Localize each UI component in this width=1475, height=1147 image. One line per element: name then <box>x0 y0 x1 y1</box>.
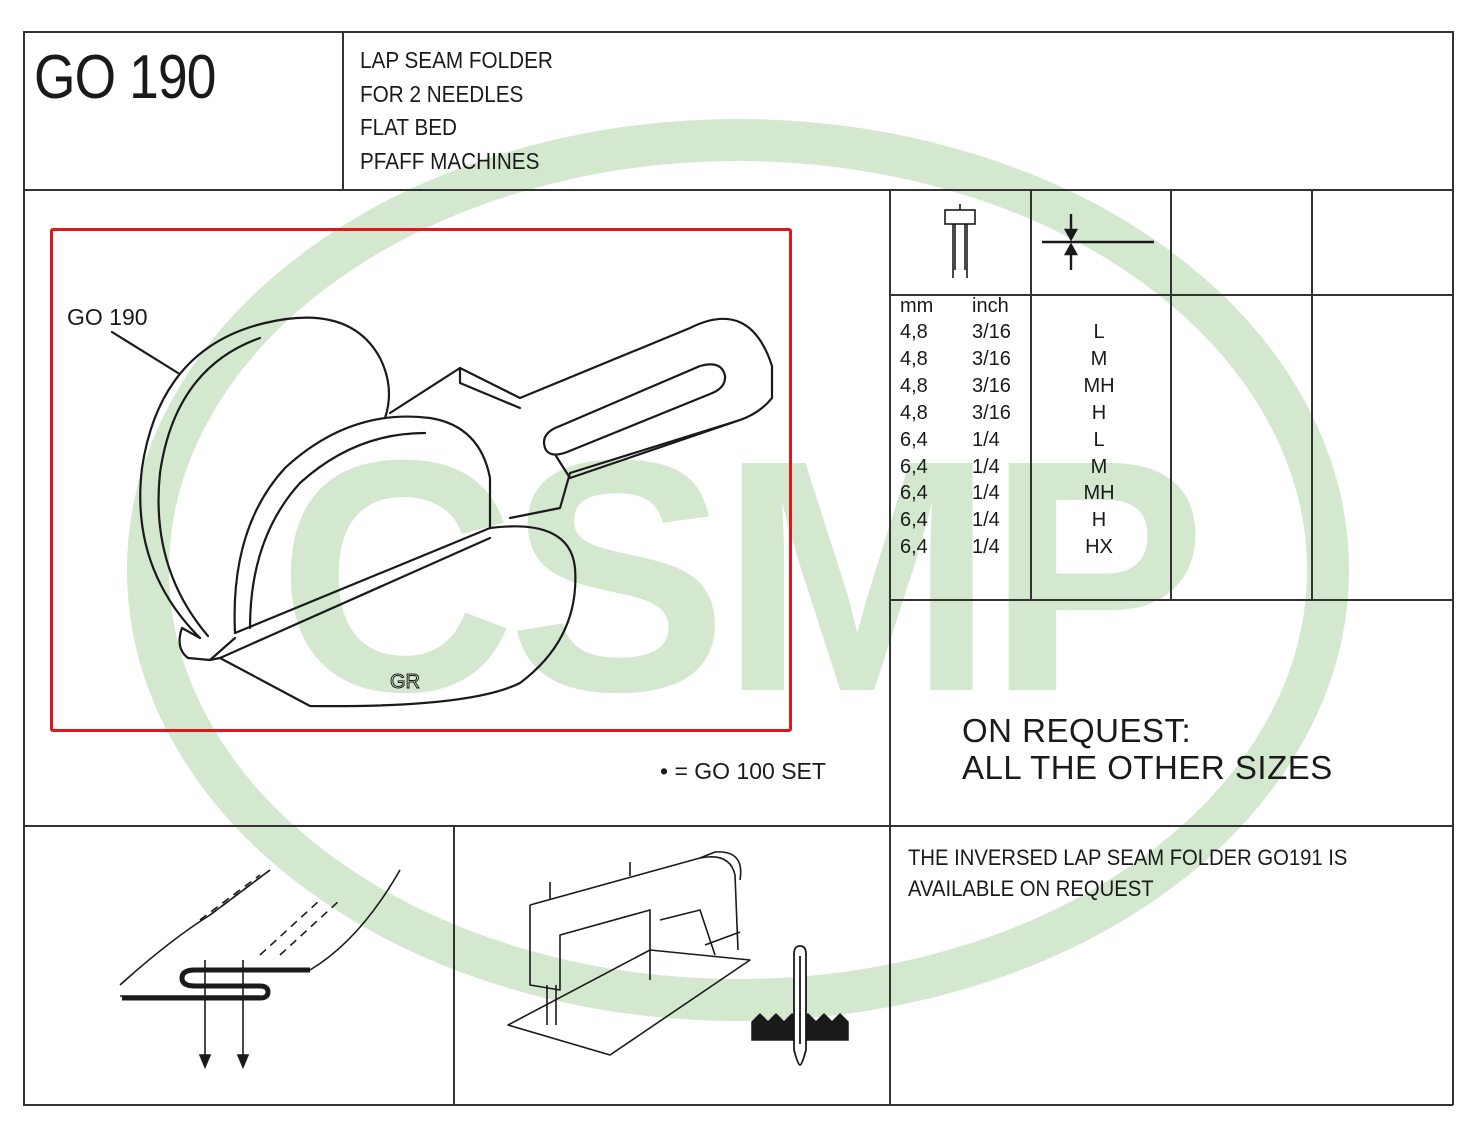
lower-divider <box>23 825 1453 827</box>
size-cell-mm: 4,8 <box>900 347 928 370</box>
inversed-folder-note: THE INVERSED LAP SEAM FOLDER GO191 IS AV… <box>908 842 1347 904</box>
mid-vertical <box>889 189 891 1105</box>
size-cell-inch: 3/16 <box>972 374 1011 397</box>
size-cell-mm: 4,8 <box>900 374 928 397</box>
folder-front-shell <box>233 415 492 635</box>
table-col-1 <box>1030 189 1032 600</box>
size-cell-mm: 4,8 <box>900 321 928 343</box>
table-col-3 <box>1311 189 1313 600</box>
size-cell-inch: 1/4 <box>972 428 1000 451</box>
size-cell-mm: 6,4 <box>900 455 928 478</box>
part-label-leader <box>110 330 180 375</box>
flat-bed-machine-icon <box>507 851 751 1056</box>
twin-needle-icon <box>944 204 976 278</box>
col-header-mm: mm <box>900 295 934 317</box>
set-note: • = GO 100 SET <box>660 758 826 784</box>
model-description: LAP SEAM FOLDER FOR 2 NEEDLES FLAT BED P… <box>360 44 553 178</box>
size-cell-grade: L <box>1093 321 1105 343</box>
lower-vertical <box>453 825 455 1105</box>
on-request-note: ON REQUEST: ALL THE OTHER SIZES <box>962 712 1333 786</box>
size-cell-mm: 4,8 <box>900 401 928 424</box>
size-cell-grade: HX <box>1085 536 1113 559</box>
frame-right <box>1452 31 1454 1105</box>
size-cell-inch: 3/16 <box>972 401 1011 424</box>
lap-seam-profile <box>122 967 310 1001</box>
size-cell-grade: H <box>1091 509 1107 532</box>
size-cell-grade: MH <box>1083 482 1115 505</box>
size-cell-inch: 3/16 <box>972 321 1011 343</box>
description-line: FLAT BED <box>360 114 458 140</box>
size-cell-mm: 6,4 <box>900 482 928 505</box>
size-cell-grade: M <box>1090 455 1108 478</box>
seam-width-icon <box>1042 214 1154 270</box>
description-line: PFAFF MACHINES <box>360 147 540 174</box>
size-cell-inch: 1/4 <box>972 536 1000 559</box>
seam-diagram <box>119 869 401 1070</box>
on-request-line: ALL THE OTHER SIZES <box>962 749 1333 786</box>
note-line: THE INVERSED LAP SEAM FOLDER GO191 IS <box>908 845 1348 870</box>
folder-arm <box>388 317 774 520</box>
size-cell-inch: 1/4 <box>972 455 1000 478</box>
note-line: AVAILABLE ON REQUEST <box>908 876 1154 901</box>
frame-left <box>23 31 25 1105</box>
size-cell-grade: L <box>1093 428 1105 451</box>
size-cell-grade: H <box>1091 401 1107 424</box>
table-col-2 <box>1170 189 1172 600</box>
size-cell-inch: 1/4 <box>972 482 1000 505</box>
description-line: LAP SEAM FOLDER <box>360 47 553 73</box>
engraving-mark: GR <box>390 671 420 693</box>
needle-arrow <box>236 1054 250 1070</box>
header-divider <box>23 189 1453 191</box>
frame-top <box>23 31 1453 33</box>
frame-bottom <box>23 1104 1453 1106</box>
size-cell-mm: 6,4 <box>900 509 928 532</box>
needle-arrow <box>198 1054 212 1070</box>
folder-illustration: GR <box>110 316 774 708</box>
size-cell-grade: MH <box>1083 374 1115 397</box>
description-line: FOR 2 NEEDLES <box>360 80 524 107</box>
size-cell-mm: 6,4 <box>900 536 928 559</box>
header-vertical <box>342 31 344 189</box>
on-request-line: ON REQUEST: <box>962 712 1192 749</box>
size-cell-inch: 3/16 <box>972 347 1011 370</box>
model-title: GO 190 <box>34 43 216 112</box>
size-cell-inch: 1/4 <box>972 509 1000 532</box>
size-cell-grade: M <box>1090 347 1108 370</box>
needle-feed-icon <box>751 945 849 1066</box>
col-header-inch: inch <box>972 295 1009 317</box>
size-cell-mm: 6,4 <box>900 428 928 451</box>
